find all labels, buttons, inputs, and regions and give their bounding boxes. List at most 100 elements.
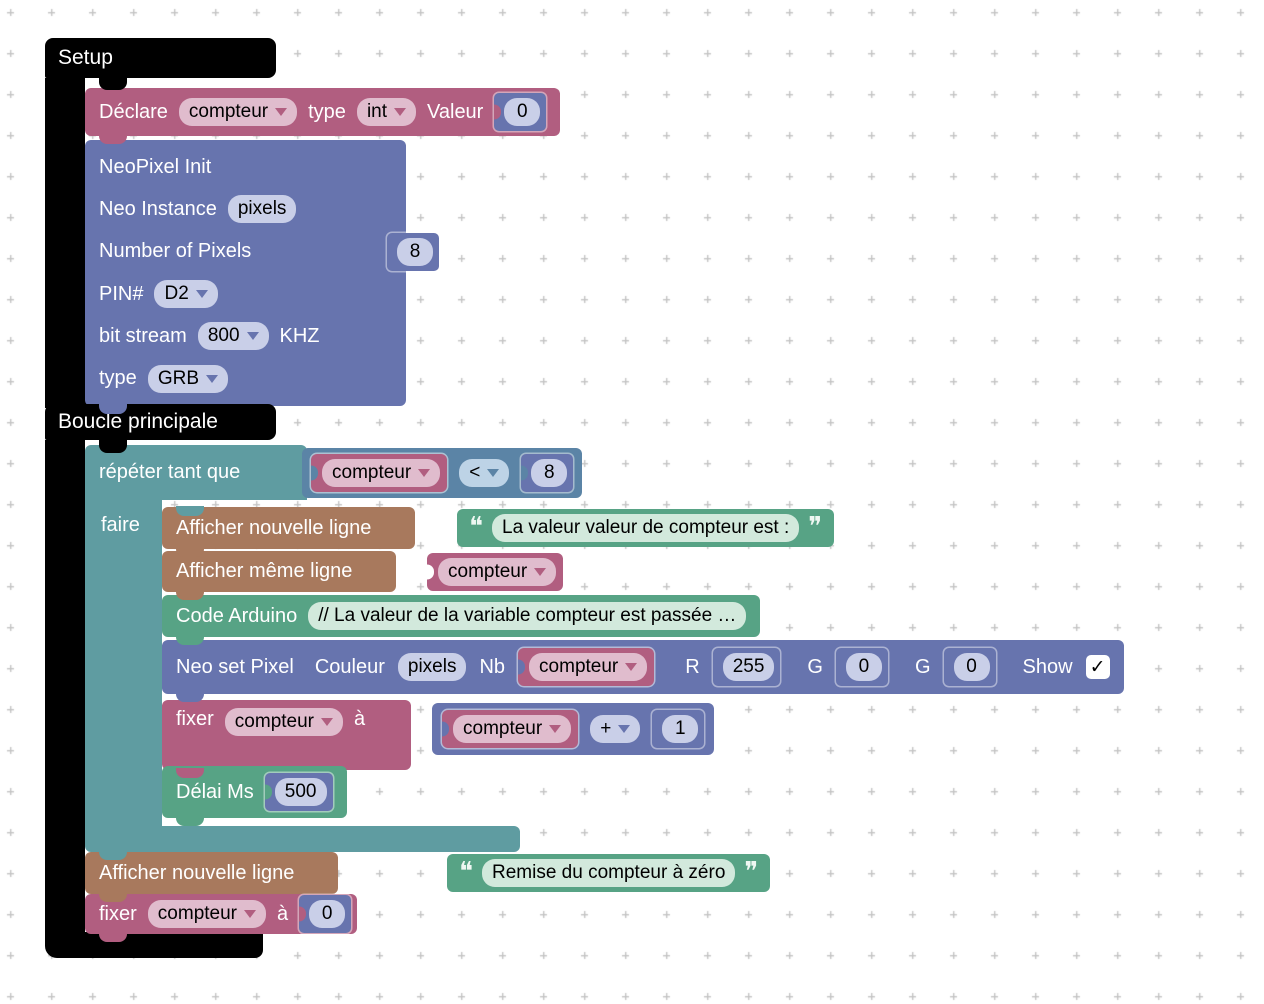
variable-block[interactable]: compteur	[442, 710, 579, 748]
connector-bump	[176, 590, 204, 600]
string-text-field[interactable]: Remise du compteur à zéro	[482, 859, 736, 887]
show-checkbox[interactable]: ✓	[1085, 655, 1110, 679]
connector-bump	[99, 404, 127, 414]
set-variable-block[interactable]: fixer compteur à	[162, 700, 412, 778]
main-loop-foot	[45, 932, 263, 958]
number-field[interactable]: 8	[397, 237, 433, 266]
print-newline-block[interactable]: Afficher nouvelle ligne	[162, 507, 416, 557]
arithmetic-block[interactable]: compteur + 1	[432, 703, 715, 755]
variable-dropdown[interactable]: compteur	[224, 708, 343, 736]
dropdown-arrow-icon	[618, 725, 631, 733]
connector-bump	[176, 692, 204, 702]
variable-block[interactable]: compteur	[427, 553, 564, 591]
dropdown-arrow-icon	[549, 725, 562, 733]
set-label: fixer	[99, 902, 137, 925]
close-quote-icon: ❞	[808, 511, 823, 541]
number-field[interactable]: 0	[309, 900, 346, 928]
string-block[interactable]: ❝ La valeur valeur de compteur est : ❞	[457, 509, 835, 547]
dropdown-arrow-icon	[418, 469, 431, 477]
repeat-spine: faire	[85, 500, 204, 826]
nb-label: Nb	[479, 655, 506, 678]
neopixel-init-block[interactable]: NeoPixel Init Neo Instance pixels Number…	[85, 140, 439, 414]
neopixel-init-label: NeoPixel Init	[99, 155, 212, 178]
number-shadow-block[interactable]: 0	[299, 895, 352, 933]
neo-instance-label: Neo Instance	[99, 197, 217, 220]
connector-notch	[176, 506, 204, 516]
open-quote-icon: ❝	[459, 856, 473, 886]
pin-dropdown[interactable]: D2	[154, 280, 218, 309]
number-of-pixels-label: Number of Pixels	[99, 240, 252, 263]
code-text-field[interactable]: // La valeur de la variable compteur est…	[308, 602, 747, 630]
variable-dropdown[interactable]: compteur	[438, 558, 557, 586]
number-shadow-block[interactable]: 0	[494, 93, 547, 131]
number-field[interactable]: 255	[722, 653, 775, 681]
number-field[interactable]: 0	[953, 653, 990, 681]
string-block[interactable]: ❝ Remise du compteur à zéro ❞	[447, 854, 771, 892]
operator-dropdown[interactable]: +	[590, 715, 641, 743]
do-label: faire	[101, 514, 140, 536]
print-newline-block[interactable]: Afficher nouvelle ligne	[85, 852, 339, 902]
variable-block[interactable]: compteur	[311, 454, 448, 492]
repeat-while-block[interactable]: répéter tant que	[85, 445, 307, 500]
instance-text-field[interactable]: pixels	[227, 195, 297, 224]
connector-bump	[99, 134, 127, 144]
number-field[interactable]: 500	[274, 778, 327, 806]
set-label: fixer	[176, 708, 214, 730]
instance-text-field[interactable]: pixels	[397, 653, 467, 681]
variable-dropdown[interactable]: compteur	[322, 459, 441, 487]
neo-set-pixel-label: Neo set Pixel	[176, 655, 294, 678]
print-sameline-block[interactable]: Afficher même ligne	[162, 551, 397, 600]
connector-bump	[176, 816, 204, 826]
dropdown-arrow-icon	[534, 568, 547, 576]
connector-bump	[176, 635, 204, 645]
connector-bump	[99, 438, 127, 453]
dropdown-arrow-icon	[625, 663, 638, 671]
color-order-dropdown[interactable]: GRB	[147, 364, 228, 393]
set-variable-block[interactable]: fixer compteur à 0	[85, 894, 358, 942]
dropdown-arrow-icon	[246, 332, 259, 341]
declare-label: Déclare	[99, 100, 168, 123]
variable-dropdown[interactable]: compteur	[178, 98, 298, 126]
to-label: à	[277, 902, 289, 925]
number-field[interactable]: 0	[504, 98, 541, 126]
couleur-label: Couleur	[314, 655, 385, 678]
variable-block[interactable]: compteur	[518, 648, 655, 686]
dropdown-arrow-icon	[206, 374, 218, 383]
number-shadow-block[interactable]: 0	[943, 648, 996, 686]
number-shadow-block[interactable]: 255	[712, 648, 781, 686]
comparison-block[interactable]: compteur < 8	[302, 448, 583, 498]
dropdown-arrow-icon	[244, 910, 256, 918]
main-loop-hat-block[interactable]: Boucle principale	[45, 404, 276, 453]
variable-dropdown[interactable]: compteur	[453, 715, 572, 743]
string-text-field[interactable]: La valeur valeur de compteur est :	[492, 514, 800, 542]
type-label: type	[308, 100, 346, 123]
connector-bump	[176, 547, 204, 557]
connector-bump	[99, 932, 127, 942]
delay-label: Délai Ms	[176, 780, 254, 803]
number-shadow-block[interactable]: 8	[387, 232, 439, 271]
number-field[interactable]: 0	[845, 653, 882, 681]
bit-stream-label: bit stream	[99, 324, 187, 347]
print-sameline-label: Afficher même ligne	[176, 560, 353, 582]
variable-dropdown[interactable]: compteur	[529, 653, 648, 681]
number-shadow-block[interactable]: 1	[652, 710, 705, 748]
red-label: R	[685, 655, 700, 678]
setup-hat-block[interactable]: Setup	[45, 38, 276, 90]
setup-spine	[45, 78, 85, 408]
declare-variable-block[interactable]: Déclare compteur type int Valeur 0	[85, 88, 561, 144]
type-dropdown[interactable]: int	[356, 98, 417, 126]
number-field[interactable]: 8	[531, 459, 568, 487]
neo-set-pixel-block[interactable]: Neo set Pixel Couleur pixels Nb compteur…	[162, 640, 1124, 702]
number-shadow-block[interactable]: 8	[521, 454, 574, 492]
number-field[interactable]: 1	[662, 715, 699, 743]
to-label: à	[354, 708, 366, 730]
dropdown-arrow-icon	[394, 108, 407, 116]
operator-dropdown[interactable]: <	[459, 459, 510, 487]
variable-dropdown[interactable]: compteur	[147, 900, 266, 928]
connector-bump	[99, 76, 127, 90]
number-shadow-block[interactable]: 500	[264, 773, 333, 811]
number-shadow-block[interactable]: 0	[835, 648, 888, 686]
arduino-code-block[interactable]: Code Arduino // La valeur de la variable…	[162, 595, 761, 645]
frequency-dropdown[interactable]: 800	[197, 322, 269, 351]
